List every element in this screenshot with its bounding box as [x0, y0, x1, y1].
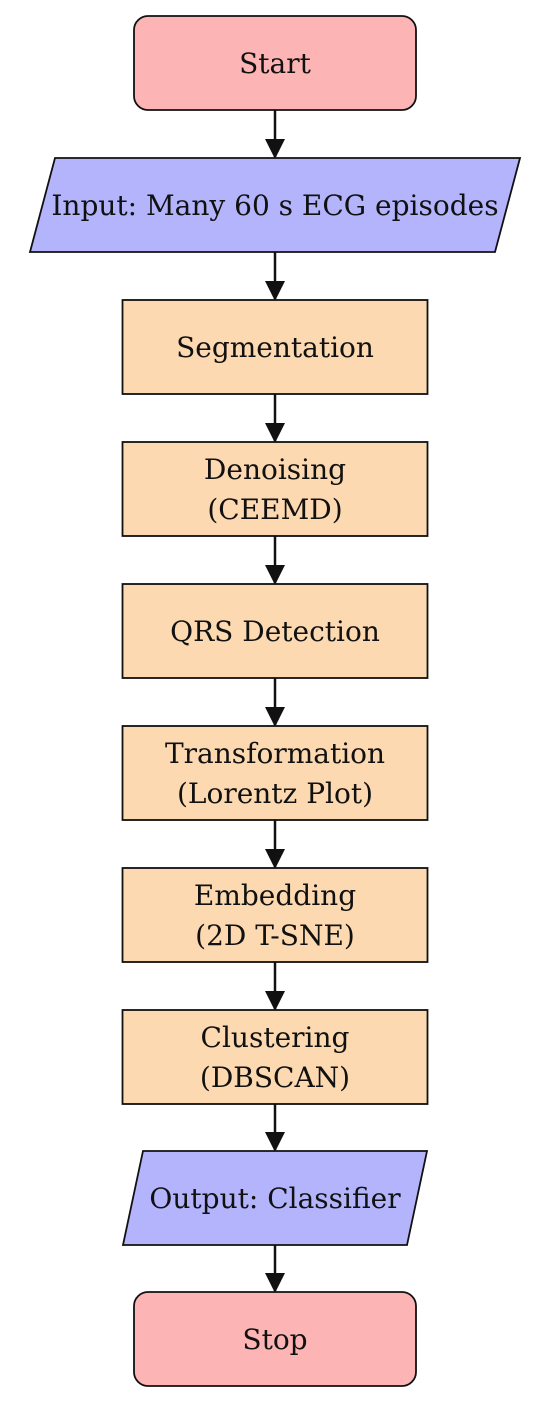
node-clustering: Clustering (DBSCAN)	[121, 1009, 429, 1105]
node-qrs-detection: QRS Detection	[121, 583, 429, 679]
node-label-transformation-line-2: (Lorentz Plot)	[177, 777, 373, 810]
process-box-shape	[121, 1009, 429, 1105]
node-start: Start	[133, 15, 417, 111]
node-label-transformation-line-1: Transformation	[165, 737, 385, 770]
node-label-clustering-line-2: (DBSCAN)	[200, 1061, 350, 1094]
node-segmentation: Segmentation	[121, 299, 429, 395]
node-input: Input: Many 60 s ECG episodes	[28, 157, 522, 253]
node-label-stop-line-1: Stop	[242, 1323, 307, 1356]
process-box-shape	[121, 299, 429, 395]
node-stop: Stop	[133, 1291, 417, 1387]
node-embedding: Embedding (2D T-SNE)	[121, 867, 429, 963]
node-label-qrs-detection-line-1: QRS Detection	[170, 615, 380, 648]
node-label-embedding-line-2: (2D T-SNE)	[195, 919, 355, 952]
terminal-shape	[133, 15, 417, 111]
io-parallelogram-shape	[28, 157, 522, 253]
node-label-denoising-line-1: Denoising	[204, 453, 346, 486]
node-label-embedding-line-1: Embedding	[194, 879, 356, 912]
node-label-clustering-line-1: Clustering	[201, 1021, 350, 1054]
node-label-start-line-1: Start	[239, 47, 312, 80]
node-label-segmentation-line-1: Segmentation	[176, 331, 374, 364]
io-parallelogram-shape	[121, 1150, 429, 1246]
terminal-shape	[133, 1291, 417, 1387]
process-box-shape	[121, 725, 429, 821]
process-box-shape	[121, 867, 429, 963]
node-label-output-line-1: Output: Classifier	[149, 1182, 401, 1215]
node-output: Output: Classifier	[121, 1150, 429, 1246]
node-label-denoising-line-2: (CEEMD)	[207, 493, 342, 526]
process-box-shape	[121, 441, 429, 537]
process-box-shape	[121, 583, 429, 679]
node-transformation: Transformation (Lorentz Plot)	[121, 725, 429, 821]
node-denoising: Denoising (CEEMD)	[121, 441, 429, 537]
node-label-input-line-1: Input: Many 60 s ECG episodes	[51, 189, 498, 222]
